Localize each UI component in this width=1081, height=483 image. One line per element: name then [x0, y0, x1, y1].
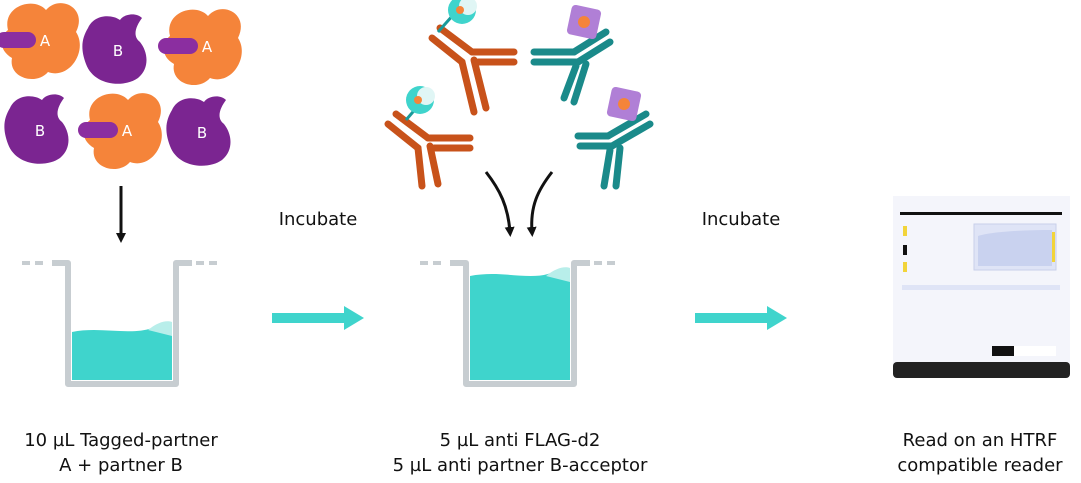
- curved-arrow-icon: [526, 171, 554, 237]
- protein-a-label: A: [202, 38, 213, 56]
- protein-b-1: B: [82, 14, 147, 84]
- flag-tag-icon: [78, 122, 118, 138]
- incubate-label-2: Incubate: [702, 209, 781, 230]
- step3-label-line2: compatible reader: [897, 455, 1063, 476]
- protein-b-label: B: [113, 42, 123, 60]
- step1-label-line1: 10 µL Tagged-partner: [24, 430, 218, 451]
- well-liquid: [470, 268, 570, 380]
- anti-b-antibody-1: [530, 4, 614, 106]
- protein-b-label: B: [35, 122, 45, 140]
- anti-b-antibody-2: [574, 86, 654, 190]
- step1-label-line2: A + partner B: [59, 455, 183, 476]
- protein-a-3: A: [78, 93, 162, 170]
- protein-b-label: B: [197, 124, 207, 142]
- anti-flag-antibody-1: [428, 0, 518, 116]
- anti-flag-antibody-2: [384, 86, 474, 190]
- protein-b-2: B: [4, 94, 69, 164]
- well-1: [22, 260, 220, 387]
- right-arrow-icon: [695, 306, 787, 330]
- right-arrow-icon: [272, 306, 364, 330]
- protein-a-2: A: [158, 9, 242, 86]
- step2-label-line1: 5 µL anti FLAG-d2: [440, 430, 601, 451]
- flag-tag-icon: [158, 38, 198, 54]
- step3-label-line1: Read on an HTRF: [903, 430, 1058, 451]
- incubate-label-1: Incubate: [279, 209, 358, 230]
- protein-a-label: A: [40, 32, 51, 50]
- well-liquid: [72, 322, 172, 380]
- htrf-reader-icon: [893, 196, 1070, 378]
- protein-a-1: A: [0, 3, 80, 80]
- flag-tag-icon: [0, 32, 36, 48]
- protein-a-label: A: [122, 122, 133, 140]
- well-2: [420, 260, 618, 387]
- curved-arrow-icon: [484, 171, 515, 237]
- protein-b-3: B: [166, 96, 231, 166]
- step2-label-line2: 5 µL anti partner B-acceptor: [393, 455, 648, 476]
